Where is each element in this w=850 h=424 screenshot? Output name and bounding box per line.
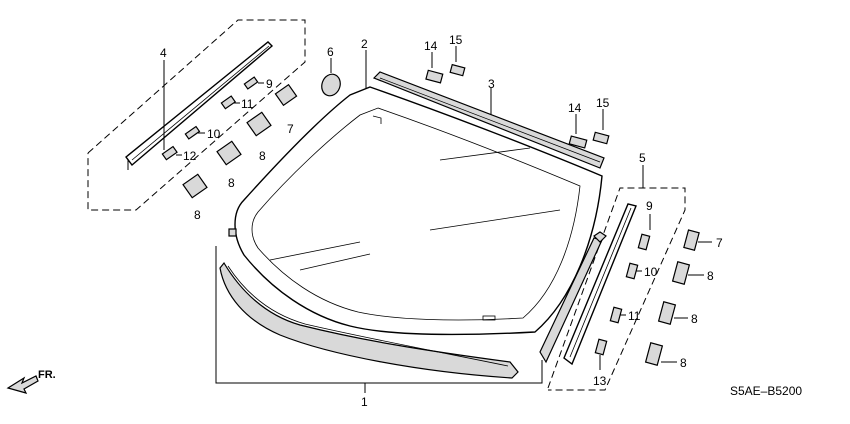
side-molding-left xyxy=(125,41,274,170)
spacer-15-right xyxy=(592,109,610,145)
front-arrow-icon xyxy=(6,375,39,394)
callout-15-upper: 15 xyxy=(449,33,463,47)
callout-8-a: 8 xyxy=(259,149,266,163)
clip-8a-right xyxy=(671,261,704,285)
callout-3: 3 xyxy=(488,77,495,91)
clip-8c-right xyxy=(644,342,677,366)
windshield-glass xyxy=(234,50,603,336)
callout-8-f: 8 xyxy=(680,356,687,370)
clip-10-left xyxy=(184,125,205,140)
callout-8-e: 8 xyxy=(691,312,698,326)
callout-12: 12 xyxy=(183,149,197,163)
side-molding-right xyxy=(539,203,637,366)
callout-5: 5 xyxy=(639,151,646,165)
callout-14-upper: 14 xyxy=(424,39,438,53)
part-6-grommet xyxy=(321,58,341,97)
clip-11-right xyxy=(609,306,626,324)
spacer-14-right xyxy=(568,114,588,149)
diagram-code: S5AE–B5200 xyxy=(730,384,802,398)
callout-10-right: 10 xyxy=(644,265,658,279)
clip-7-left xyxy=(274,83,298,107)
callout-11-right: 11 xyxy=(628,309,641,323)
clip-8c-left xyxy=(182,173,208,199)
clip-9-left xyxy=(243,76,264,90)
clip-13-right xyxy=(594,338,608,370)
lower-dam-seal xyxy=(219,228,519,379)
callout-7-right: 7 xyxy=(716,236,723,250)
spacer-14-upper xyxy=(425,52,444,84)
clip-10-right xyxy=(625,262,642,280)
callout-10-left: 10 xyxy=(207,127,221,141)
callout-1: 1 xyxy=(361,395,368,409)
callout-8-c: 8 xyxy=(194,208,201,222)
group-box-right xyxy=(547,165,686,391)
spacer-15-upper xyxy=(449,46,466,77)
clip-9-right xyxy=(637,214,651,251)
callout-6: 6 xyxy=(327,45,334,59)
group-box-left xyxy=(87,19,306,211)
lower-dam-bracket xyxy=(215,246,543,393)
callout-9-right: 9 xyxy=(646,199,653,213)
callout-13: 13 xyxy=(593,374,607,388)
callout-2: 2 xyxy=(361,37,368,51)
clip-8b-left xyxy=(216,140,242,166)
callout-9-left: 9 xyxy=(266,77,273,91)
callout-15-right: 15 xyxy=(596,96,610,110)
clip-11-left xyxy=(220,95,240,110)
callout-7-left: 7 xyxy=(287,122,294,136)
clip-8b-right xyxy=(657,301,688,325)
callout-14-right: 14 xyxy=(568,101,582,115)
front-label: FR. xyxy=(38,369,56,381)
upper-seal-strip xyxy=(372,71,605,169)
callout-8-b: 8 xyxy=(228,176,235,190)
clip-7-right xyxy=(683,229,712,251)
clip-8a-left xyxy=(246,111,272,137)
callout-4: 4 xyxy=(160,46,167,60)
callout-11-left: 11 xyxy=(241,97,254,111)
clip-12-left xyxy=(161,145,182,161)
callout-8-d: 8 xyxy=(707,269,714,283)
